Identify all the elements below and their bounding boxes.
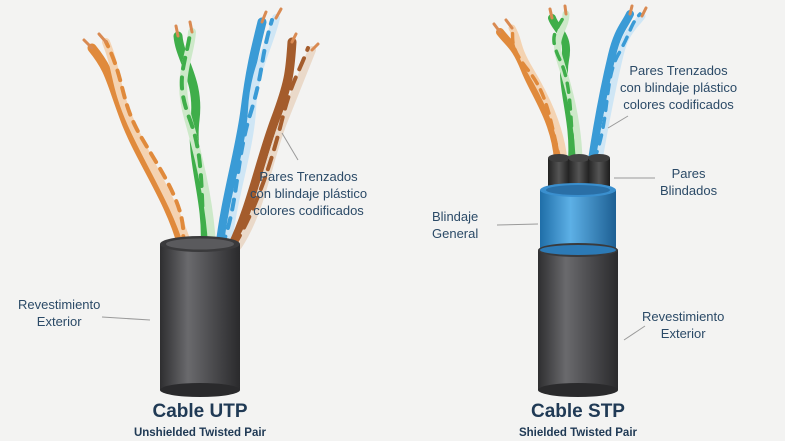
utp-pairs-label: Pares Trenzados con blindaje plástico co…: [250, 169, 368, 218]
stp-outer-jacket: [538, 243, 618, 397]
utp-jacket-label: Revestimiento Exterior: [18, 297, 101, 329]
stp-twisted-pairs: [496, 10, 646, 164]
utp-title-block: Cable UTP Unshielded Twisted Pair: [100, 401, 300, 441]
stp-cable: [492, 4, 655, 397]
stp-overall-shield: [540, 183, 616, 252]
utp-leader-lines: [101, 132, 299, 321]
utp-twisted-pairs: [87, 14, 316, 251]
stp-shield-label: Blindaje General: [432, 209, 479, 241]
utp-outer-jacket: [160, 236, 240, 397]
stp-title-block: Cable STP Shielded Twisted Pair: [478, 401, 678, 441]
utp-copper-tips: [82, 7, 320, 52]
stp-title: Cable STP: [531, 401, 625, 422]
stp-pairs-label: Pares Trenzados con blindaje plástico co…: [620, 63, 738, 112]
stp-subtitle: Shielded Twisted Pair: [518, 427, 637, 439]
utp-title: Cable UTP: [152, 401, 248, 422]
stp-shielded-pairs-label: Pares Blindados: [660, 166, 718, 198]
stp-jacket-label: Revestimiento Exterior: [642, 309, 725, 341]
stp-leader-lines: [496, 115, 655, 341]
utp-cable: [82, 7, 320, 397]
stp-copper-tips: [492, 4, 648, 34]
utp-subtitle: Unshielded Twisted Pair: [133, 427, 267, 439]
